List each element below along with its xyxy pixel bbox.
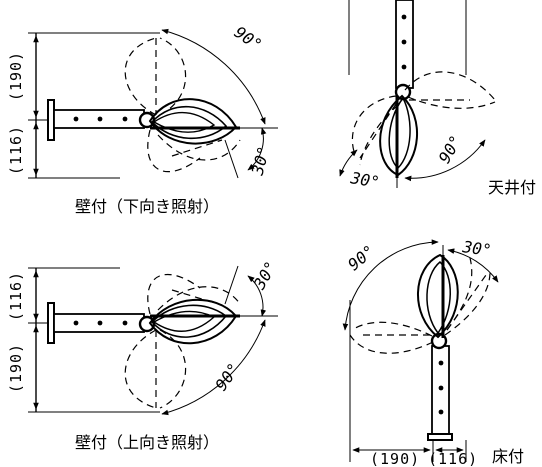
diagram-floor bbox=[342, 239, 499, 462]
floor-caption: 床付 bbox=[492, 447, 524, 466]
wall-down-angle-small: 30° bbox=[248, 144, 274, 178]
wall-down-angle-large: 90° bbox=[231, 22, 266, 54]
wall-down-dim-lower: (116) bbox=[7, 125, 25, 175]
floor-dim-left: (190) bbox=[370, 450, 420, 467]
ceiling-caption: 天井付 bbox=[488, 178, 536, 197]
floor-dim-right: (116) bbox=[428, 450, 478, 467]
wall-up-angle-large: 90° bbox=[211, 360, 243, 395]
floor-angle-small: 30° bbox=[460, 237, 492, 260]
wall-up-angle-small: 30° bbox=[249, 258, 280, 293]
wall-down-caption: 壁付（下向き照射） bbox=[75, 197, 219, 216]
diagram-ceiling bbox=[339, 0, 496, 188]
wall-up-dim-lower: (190) bbox=[7, 343, 25, 393]
ceiling-angle-small: 30° bbox=[348, 168, 381, 192]
diagram-wall-down bbox=[28, 28, 278, 179]
ceiling-angle-large: 90° bbox=[435, 132, 466, 167]
wall-up-dim-upper: (116) bbox=[7, 271, 25, 321]
diagram-wall-up bbox=[28, 265, 278, 416]
wall-up-caption: 壁付（上向き照射） bbox=[75, 433, 219, 452]
wall-down-dim-upper: (190) bbox=[7, 51, 25, 101]
